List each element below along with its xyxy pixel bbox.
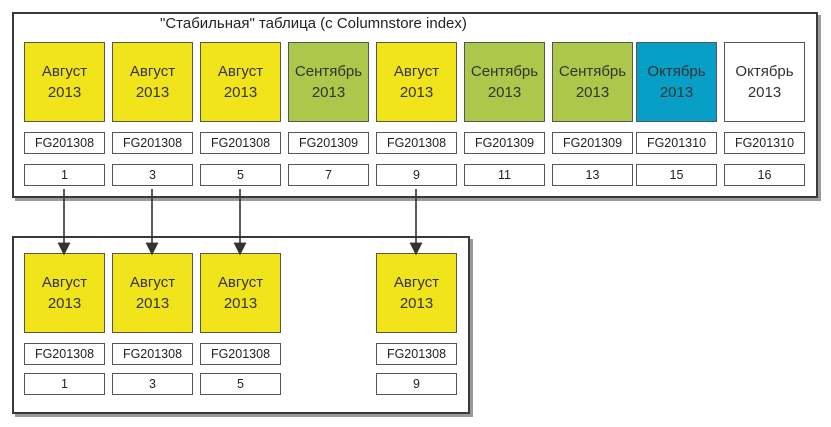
- month-tile: Октябрь 2013: [636, 42, 717, 122]
- partition-code: FG201308: [200, 343, 281, 365]
- month-tile: Август 2013: [376, 42, 457, 122]
- month-label: Август: [41, 63, 88, 80]
- month-tile: Сентябрь 2013: [552, 42, 633, 122]
- partition-code: FG201308: [24, 132, 105, 154]
- year-label: 2013: [47, 295, 82, 312]
- partition-code: FG201308: [112, 132, 193, 154]
- year-label: 2013: [223, 295, 258, 312]
- year-label: 2013: [135, 84, 170, 101]
- month-tile: Сентябрь 2013: [288, 42, 369, 122]
- row-number: 9: [376, 164, 457, 186]
- row-number: 11: [464, 164, 545, 186]
- month-tile: Август 2013: [200, 42, 281, 122]
- month-label: Сентябрь: [470, 63, 539, 80]
- month-label: Сентябрь: [558, 63, 627, 80]
- row-number: 7: [288, 164, 369, 186]
- month-label: Август: [393, 274, 440, 291]
- partition-code: FG201308: [200, 132, 281, 154]
- row-number: 9: [376, 373, 457, 395]
- row-number: 15: [636, 164, 717, 186]
- year-label: 2013: [399, 295, 434, 312]
- partition-code: FG201310: [724, 132, 805, 154]
- row-number: 3: [112, 373, 193, 395]
- month-label: Август: [217, 63, 264, 80]
- year-label: 2013: [659, 84, 694, 101]
- month-label: Октябрь: [735, 63, 794, 80]
- partition-code: FG201309: [288, 132, 369, 154]
- month-tile: Август 2013: [376, 253, 457, 333]
- month-tile: Август 2013: [200, 253, 281, 333]
- month-tile: Август 2013: [24, 42, 105, 122]
- partition-code: FG201308: [376, 132, 457, 154]
- year-label: 2013: [223, 84, 258, 101]
- partition-code: FG201310: [636, 132, 717, 154]
- month-tile: Август 2013: [112, 42, 193, 122]
- month-tile: Август 2013: [24, 253, 105, 333]
- year-label: 2013: [487, 84, 522, 101]
- year-label: 2013: [575, 84, 610, 101]
- month-label: Август: [217, 274, 264, 291]
- month-label: Октябрь: [647, 63, 706, 80]
- month-label: Август: [41, 274, 88, 291]
- row-number: 5: [200, 373, 281, 395]
- stable-table-title: "Стабильная" таблица (с Columnstore inde…: [160, 15, 467, 32]
- row-number: 5: [200, 164, 281, 186]
- row-number: 13: [552, 164, 633, 186]
- year-label: 2013: [311, 84, 346, 101]
- row-number: 1: [24, 164, 105, 186]
- month-label: Сентябрь: [294, 63, 363, 80]
- partition-code: FG201309: [464, 132, 545, 154]
- partition-code: FG201308: [24, 343, 105, 365]
- partition-code: FG201309: [552, 132, 633, 154]
- month-label: Август: [393, 63, 440, 80]
- row-number: 16: [724, 164, 805, 186]
- year-label: 2013: [747, 84, 782, 101]
- month-label: Август: [129, 63, 176, 80]
- year-label: 2013: [135, 295, 170, 312]
- row-number: 1: [24, 373, 105, 395]
- partition-code: FG201308: [376, 343, 457, 365]
- month-label: Август: [129, 274, 176, 291]
- year-label: 2013: [399, 84, 434, 101]
- month-tile: Октябрь 2013: [724, 42, 805, 122]
- row-number: 3: [112, 164, 193, 186]
- year-label: 2013: [47, 84, 82, 101]
- month-tile: Сентябрь 2013: [464, 42, 545, 122]
- partition-code: FG201308: [112, 343, 193, 365]
